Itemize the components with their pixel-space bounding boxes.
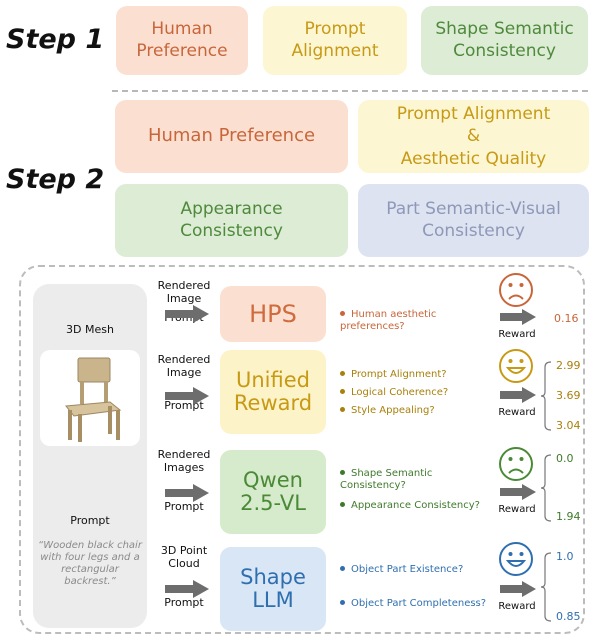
criterion-item: Human aesthetic preferences? <box>340 309 500 332</box>
bullet-icon <box>340 566 345 571</box>
brace-icon <box>540 361 552 431</box>
arrow-icon <box>165 580 209 598</box>
step2-prompt-aesthetic-label: Prompt Alignment & Aesthetic Quality <box>396 104 551 169</box>
reward-arrow-icon <box>500 581 536 599</box>
reward-score: 1.94 <box>556 510 581 523</box>
criterion-text: Object Part Existence? <box>351 564 464 575</box>
step-divider <box>112 90 588 92</box>
step2-part-semantic-label: Part Semantic-Visual Consistency <box>386 199 561 241</box>
bullet-icon <box>340 600 345 605</box>
criterion-text: Object Part Completeness? <box>351 598 487 609</box>
model-name: Shape LLM <box>240 564 306 612</box>
reward-score: 0.16 <box>554 312 579 325</box>
step2-part-semantic-box: Part Semantic-Visual Consistency <box>358 184 589 257</box>
input-top-label: Rendered Image <box>157 353 211 380</box>
criterion-text: Prompt Alignment? <box>351 369 447 380</box>
chair-mesh-image <box>40 350 140 446</box>
bullet-icon <box>340 389 345 394</box>
step2-human-preference-label: Human Preference <box>147 125 316 147</box>
brace-icon <box>540 552 552 622</box>
step1-prompt-alignment-box: Prompt Alignment <box>263 6 407 75</box>
step2-prompt-aesthetic-box: Prompt Alignment & Aesthetic Quality <box>358 100 589 173</box>
bullet-icon <box>340 311 345 316</box>
reward-score: 0.0 <box>556 452 574 465</box>
bullet-icon <box>340 470 345 475</box>
criterion-item: Object Part Existence? <box>340 564 500 576</box>
arrow-icon <box>165 305 209 323</box>
criterion-item: Shape Semantic Consistency? <box>340 468 500 491</box>
input-column <box>33 284 147 628</box>
brace-icon <box>540 454 552 522</box>
reward-label: Reward <box>498 504 536 515</box>
reward-pipeline-panel <box>19 265 585 634</box>
bullet-icon <box>340 407 345 412</box>
arrow-icon <box>165 387 209 405</box>
input-top-label: Rendered Image <box>157 279 211 306</box>
input-prompt-label: Prompt <box>164 500 204 513</box>
reward-score: 1.0 <box>556 550 574 563</box>
step1-prompt-alignment-label: Prompt Alignment <box>291 19 379 61</box>
step2-label: Step 2 <box>6 164 105 195</box>
arrow-icon <box>165 484 209 502</box>
prompt-text: “Wooden black chair with four legs and a… <box>38 540 142 587</box>
step1-human-preference-label: Human Preference <box>136 19 228 61</box>
sad-face-icon <box>498 272 534 308</box>
step1-shape-semantic-label: Shape Semantic Consistency <box>435 19 574 61</box>
reward-score: 2.99 <box>556 359 581 372</box>
step1-shape-semantic-box: Shape Semantic Consistency <box>421 6 588 75</box>
model-box: Unified Reward <box>220 350 326 434</box>
criterion-item: Appearance Consistency? <box>340 500 500 512</box>
prompt-label: Prompt <box>70 514 110 527</box>
model-name: HPS <box>249 299 297 328</box>
happy-face-icon <box>498 541 534 577</box>
happy-face-icon <box>498 348 534 384</box>
input-top-label: 3D Point Cloud <box>160 544 208 571</box>
bullet-icon <box>340 371 345 376</box>
reward-label: Reward <box>498 601 536 612</box>
step2-human-preference-box: Human Preference <box>115 100 348 173</box>
model-box: Qwen 2.5-VL <box>220 450 326 534</box>
criterion-item: Style Appealing? <box>340 405 500 417</box>
criterion-item: Logical Coherence? <box>340 387 500 399</box>
reward-arrow-icon <box>500 387 536 405</box>
model-name: Qwen 2.5-VL <box>240 467 306 515</box>
reward-arrow-icon <box>500 484 536 502</box>
mesh-label: 3D Mesh <box>66 323 114 336</box>
reward-label: Reward <box>498 329 536 340</box>
model-box: Shape LLM <box>220 547 326 631</box>
criterion-text: Human aesthetic preferences? <box>340 309 437 332</box>
reward-score: 3.04 <box>556 419 581 432</box>
bullet-icon <box>340 502 345 507</box>
reward-label: Reward <box>498 407 536 418</box>
sad-face-icon <box>498 446 534 482</box>
model-name: Unified Reward <box>233 367 313 415</box>
criterion-item: Prompt Alignment? <box>340 369 500 381</box>
criterion-item: Object Part Completeness? <box>340 598 500 610</box>
model-box: HPS <box>220 286 326 342</box>
reward-score: 0.85 <box>556 610 581 623</box>
step1-human-preference-box: Human Preference <box>116 6 248 75</box>
step1-label: Step 1 <box>6 24 105 55</box>
input-top-label: Rendered Images <box>157 448 211 475</box>
reward-score: 3.69 <box>556 389 581 402</box>
reward-arrow-icon <box>500 309 536 327</box>
step2-appearance-box: Appearance Consistency <box>115 184 348 257</box>
input-prompt-label: Prompt <box>164 596 204 609</box>
criterion-text: Logical Coherence? <box>351 387 449 398</box>
step2-appearance-label: Appearance Consistency <box>180 199 283 241</box>
criterion-text: Appearance Consistency? <box>351 500 480 511</box>
criterion-text: Shape Semantic Consistency? <box>340 468 433 491</box>
criterion-text: Style Appealing? <box>351 405 435 416</box>
